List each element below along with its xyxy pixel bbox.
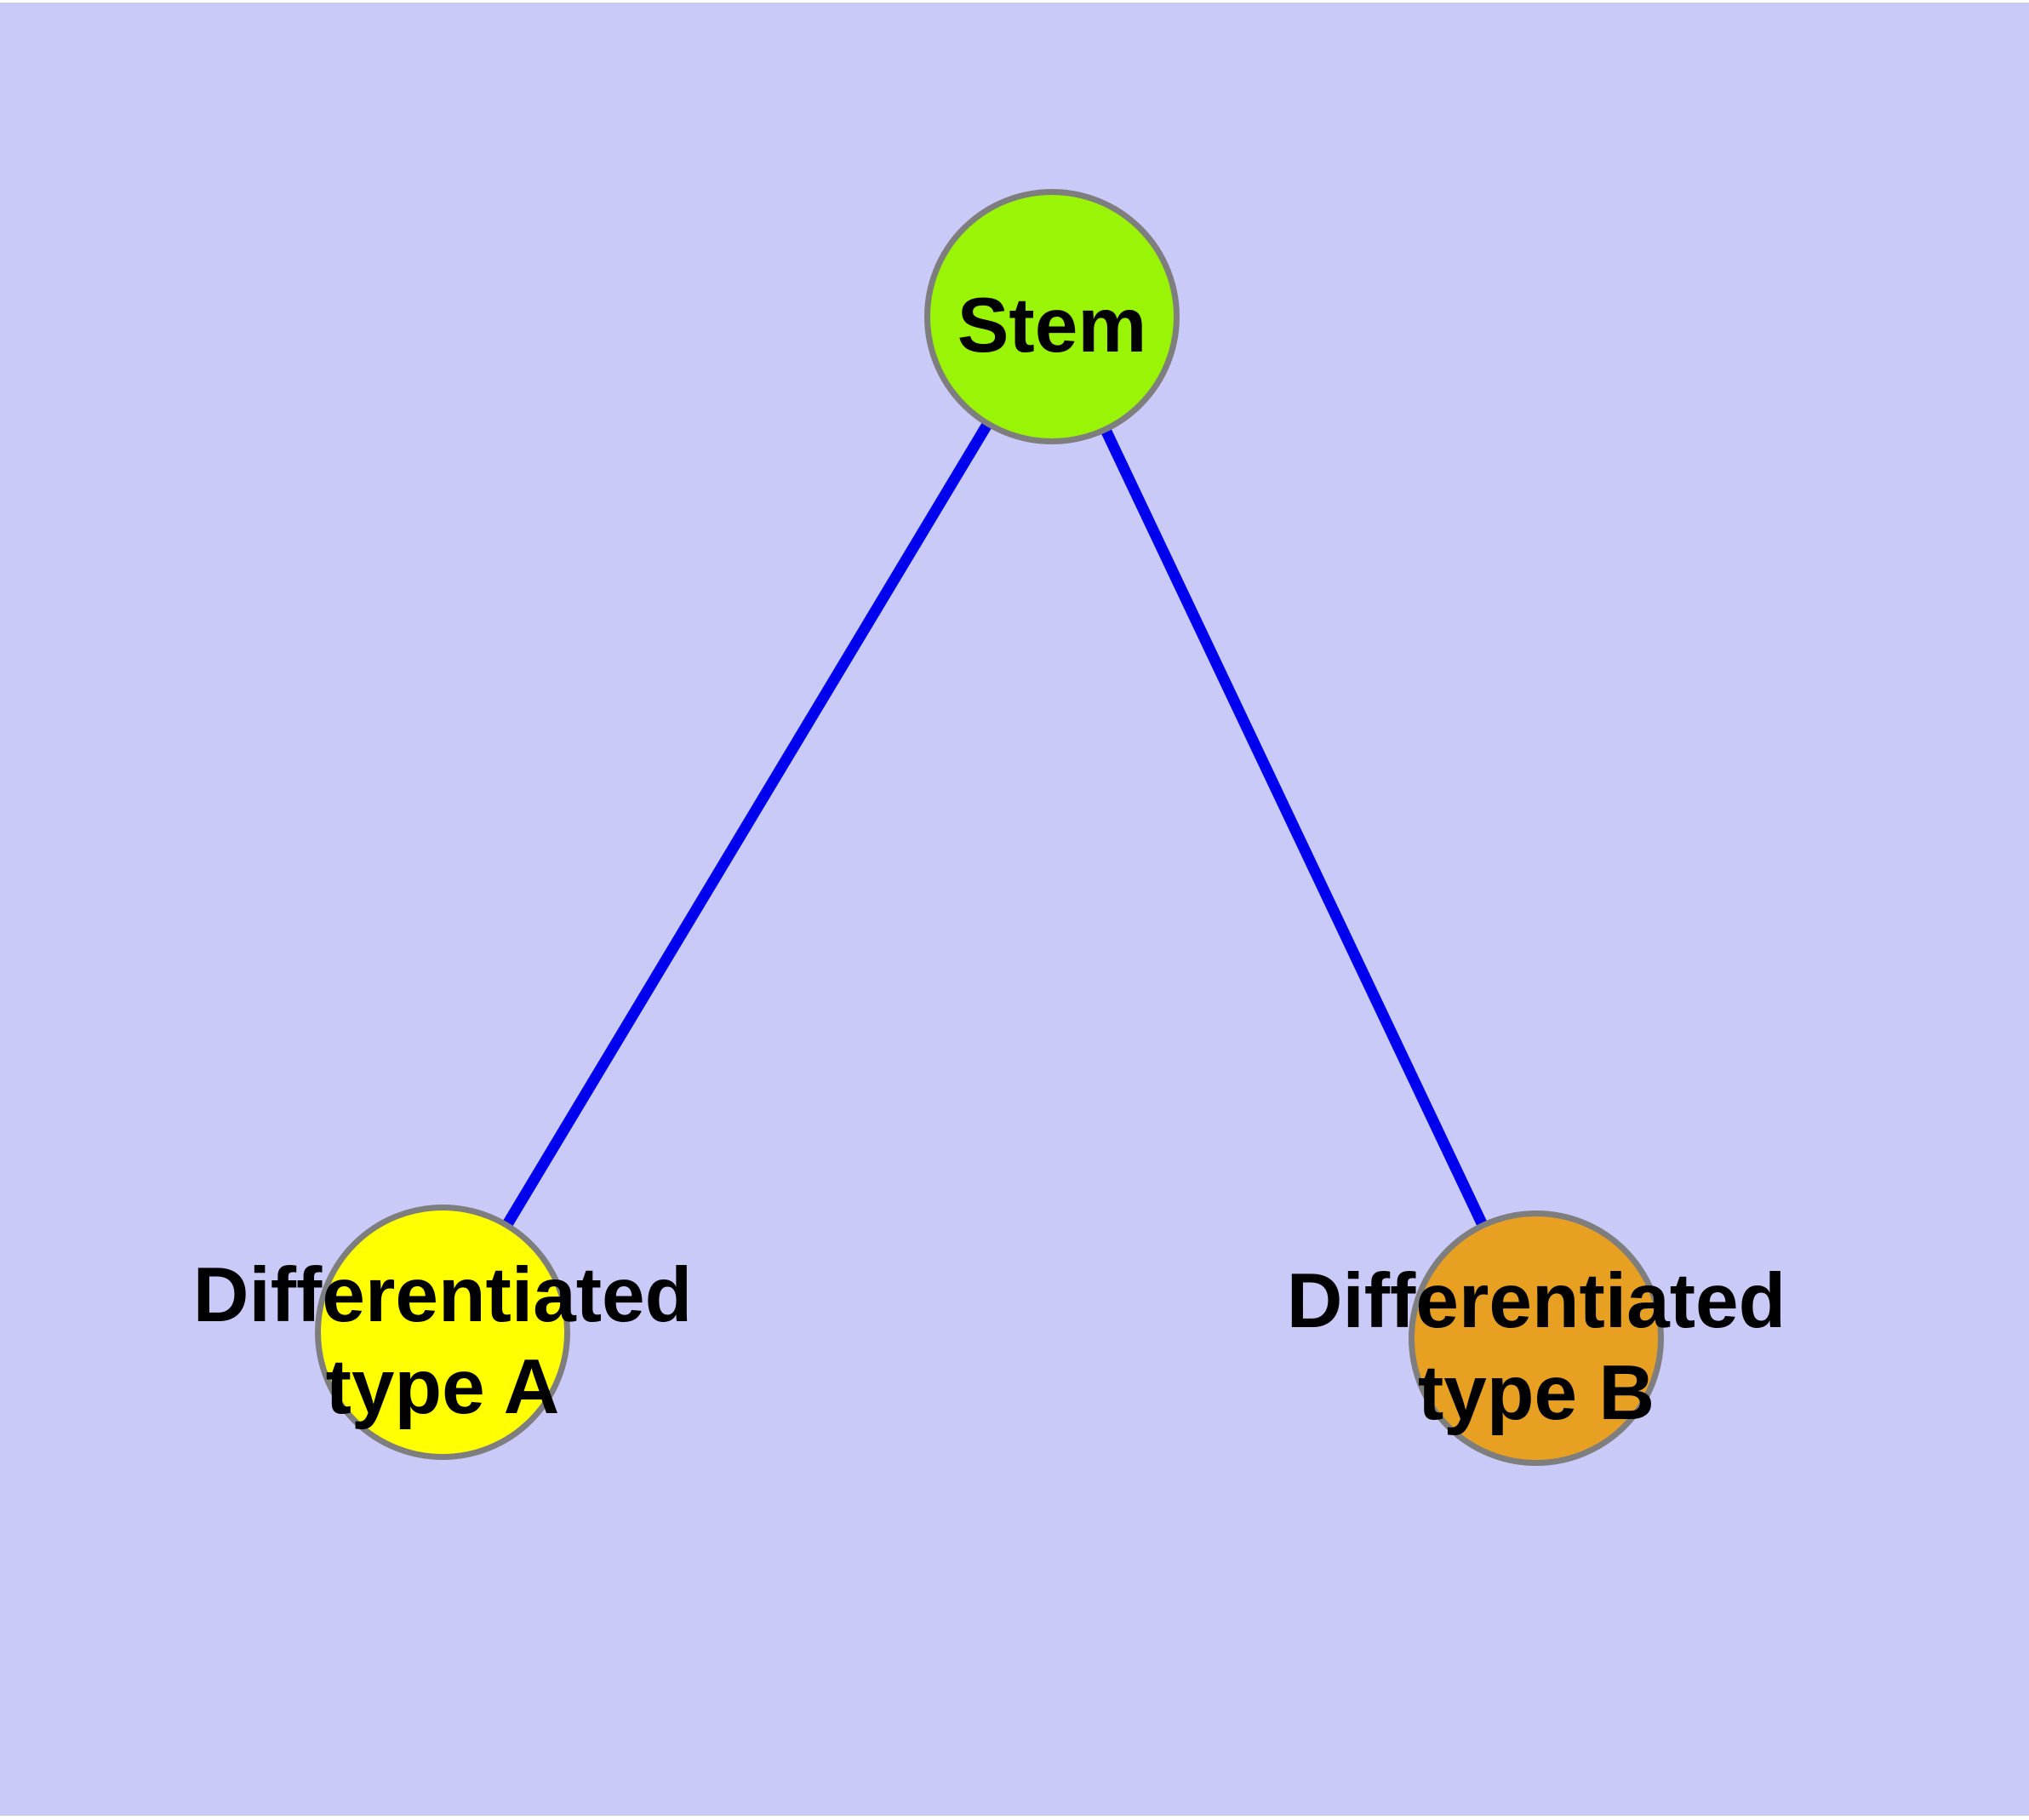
edge-stem-to-type-b — [1047, 314, 1541, 1341]
node-differentiated-type-b[interactable]: Differentiated type B — [1287, 1210, 1786, 1466]
edge-stem-to-type-a — [437, 313, 1057, 1336]
node-differentiated-type-a[interactable]: Differentiated type A — [193, 1205, 692, 1460]
node-differentiated-type-b-label: Differentiated type B — [1286, 1258, 1786, 1436]
node-stem[interactable]: Stem — [924, 189, 1180, 444]
node-stem-label: Stem — [957, 283, 1147, 369]
node-differentiated-type-a-label: Differentiated type A — [192, 1252, 693, 1430]
